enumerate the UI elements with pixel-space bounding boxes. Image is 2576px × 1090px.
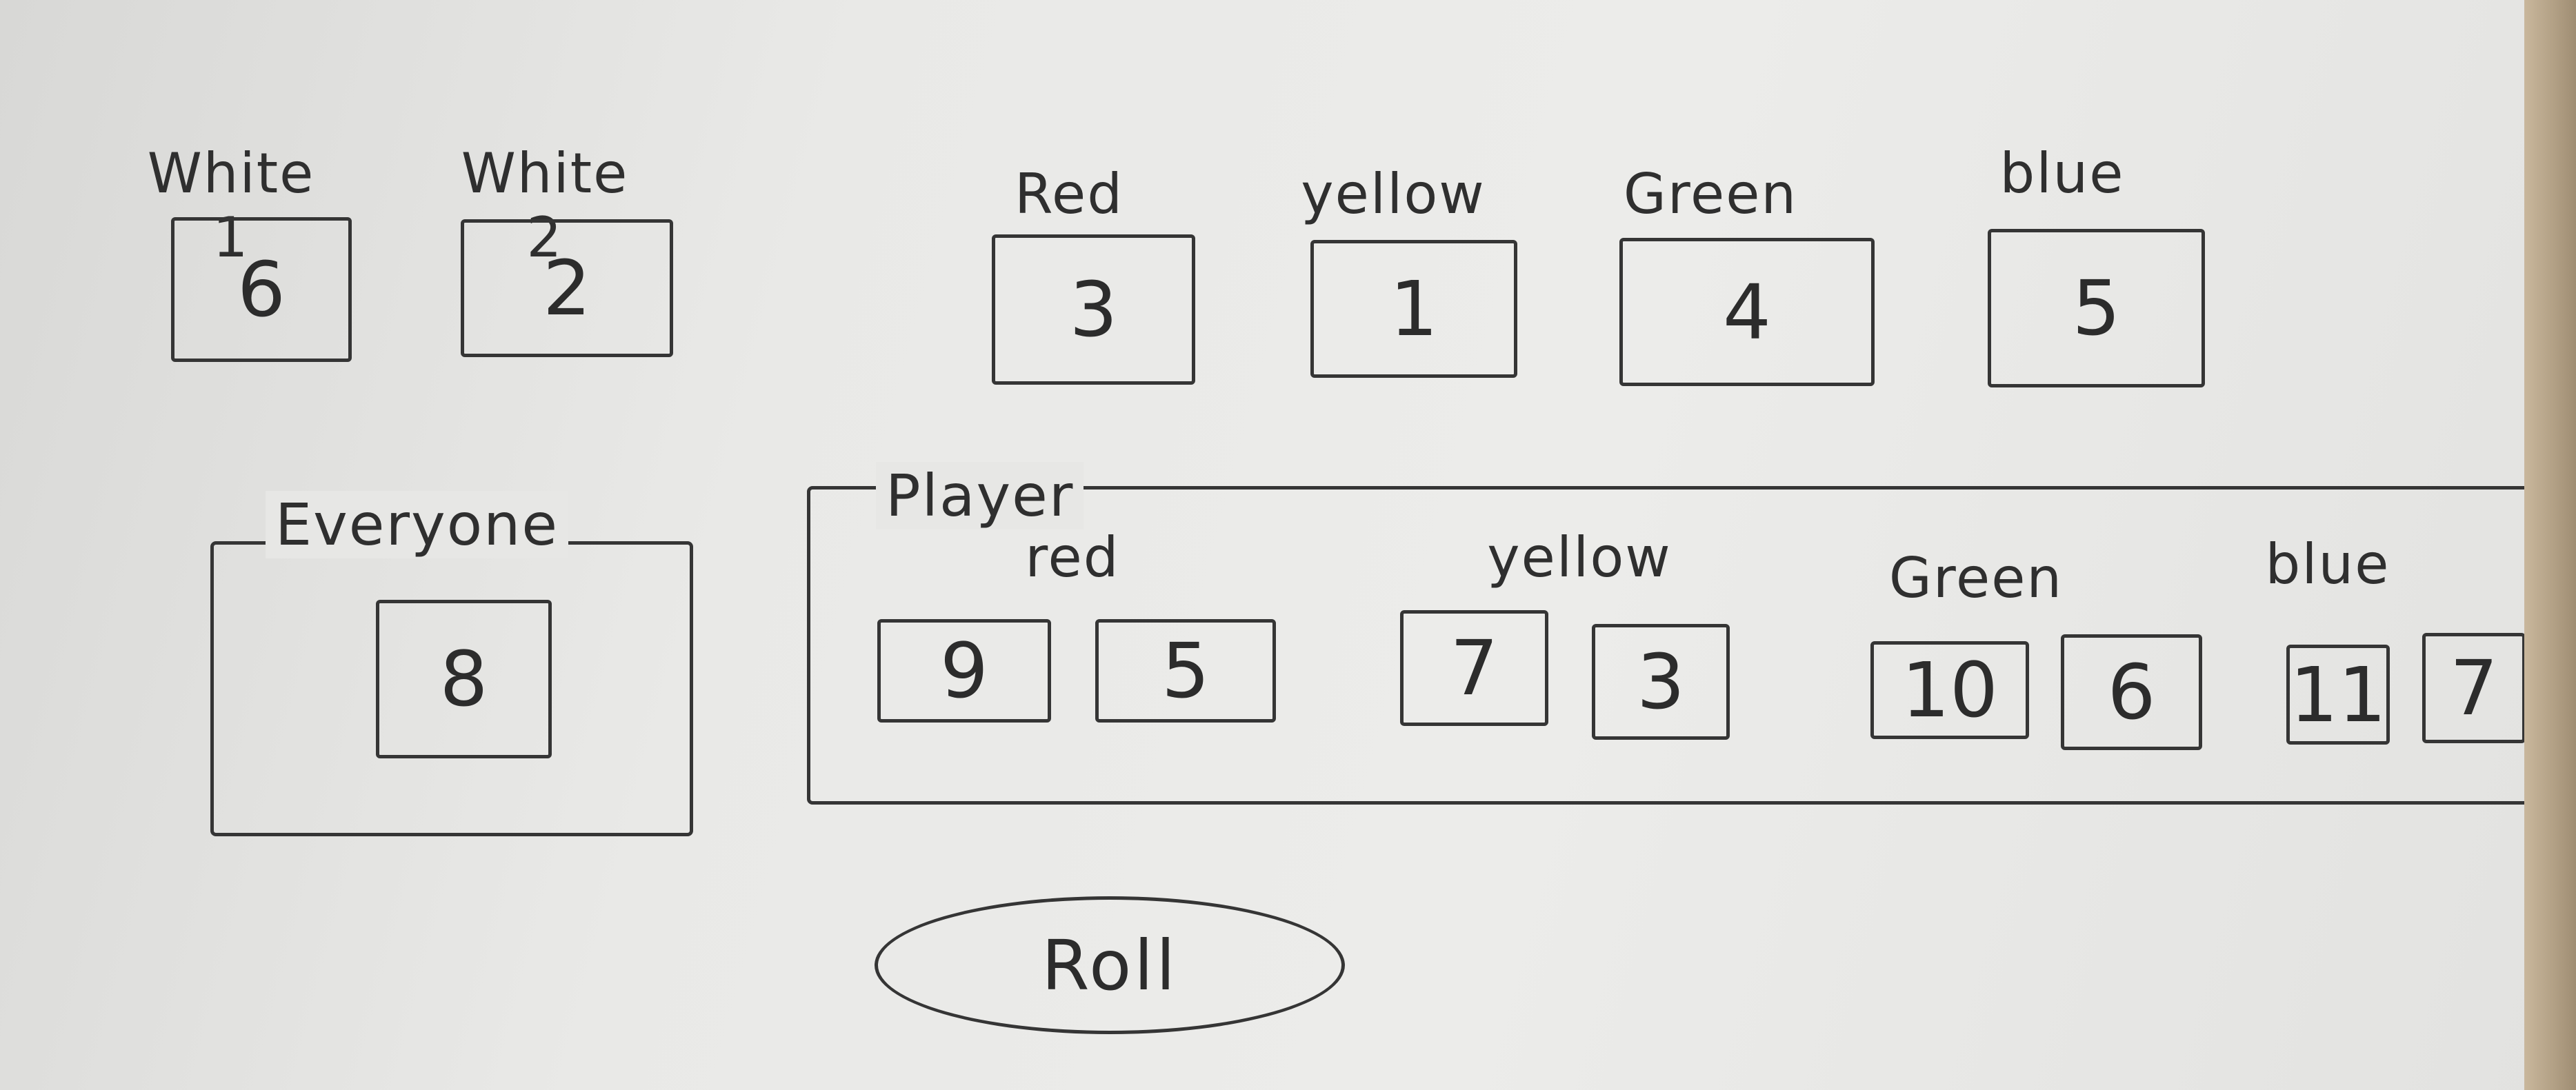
die-label-blue: blue xyxy=(1999,141,2125,205)
player-die-blue-1: 11 xyxy=(2286,645,2390,745)
player-label-red: red xyxy=(1025,525,1120,589)
player-die-blue-2: 7 xyxy=(2422,633,2526,743)
table-edge xyxy=(2524,0,2576,1090)
player-die-red-1: 9 xyxy=(877,619,1051,723)
die-red: 3 xyxy=(992,234,1195,385)
die-label-yellow: yellow xyxy=(1301,162,1486,226)
player-die-green-2: 6 xyxy=(2061,634,2202,750)
die-label-white-1: White 1 xyxy=(147,141,315,270)
player-label-green: Green xyxy=(1888,546,2064,610)
everyone-title: Everyone xyxy=(266,491,569,558)
die-label-green: Green xyxy=(1623,162,1798,226)
player-die-red-2: 5 xyxy=(1095,619,1276,723)
player-die-green-1: 10 xyxy=(1870,641,2029,739)
player-label-yellow: yellow xyxy=(1487,525,1672,589)
die-label-red: Red xyxy=(1015,162,1124,226)
die-white-2: 2 xyxy=(461,219,673,357)
player-title: Player xyxy=(876,462,1084,529)
die-label-white-2: White 2 xyxy=(461,141,629,270)
everyone-die: 8 xyxy=(376,600,552,758)
die-white-1: 6 xyxy=(171,217,352,362)
die-green: 4 xyxy=(1619,238,1875,386)
roll-button[interactable]: Roll xyxy=(875,896,1345,1034)
die-blue: 5 xyxy=(1988,229,2205,387)
die-yellow: 1 xyxy=(1310,240,1517,378)
player-die-yellow-1: 7 xyxy=(1400,610,1548,726)
player-label-blue: blue xyxy=(2265,532,2390,596)
player-die-yellow-2: 3 xyxy=(1592,624,1730,740)
